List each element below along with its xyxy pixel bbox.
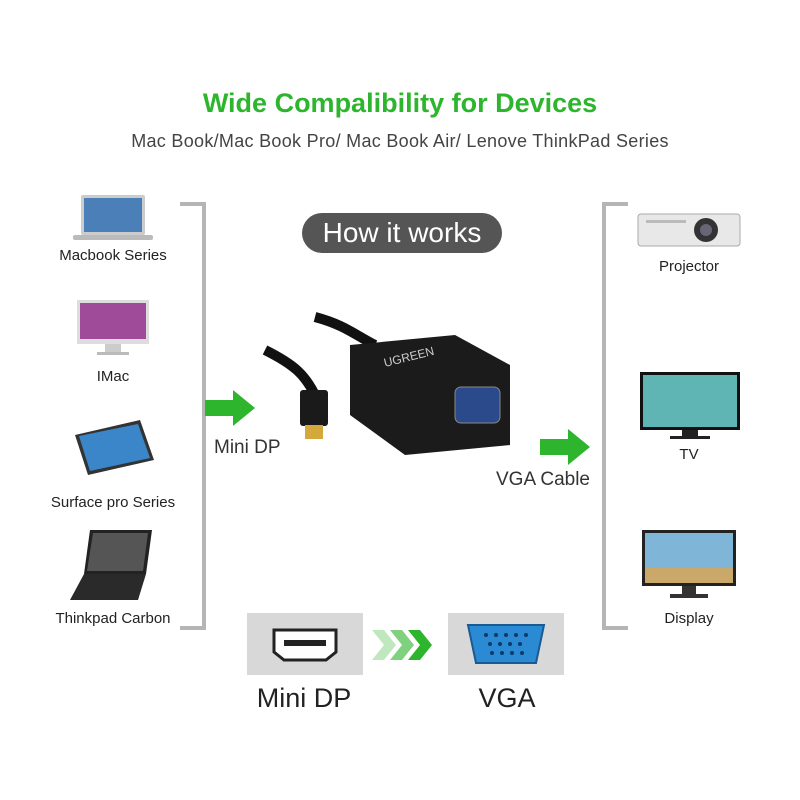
left-bracket bbox=[180, 202, 206, 630]
device-label: Macbook Series bbox=[59, 247, 167, 264]
how-it-works-badge: How it works bbox=[302, 213, 502, 253]
mini-dp-port-icon bbox=[272, 628, 338, 662]
tv-icon bbox=[638, 370, 742, 440]
device-label: Projector bbox=[658, 258, 720, 275]
arrow-right-icon bbox=[540, 429, 590, 465]
imac-icon bbox=[75, 298, 151, 358]
input-label: Mini DP bbox=[214, 437, 281, 458]
output-label: VGA Cable bbox=[496, 469, 590, 490]
page-title: Wide Compalibility for Devices bbox=[202, 88, 598, 118]
laptop-icon bbox=[68, 528, 154, 602]
device-label: IMac bbox=[96, 368, 130, 385]
vga-port-icon bbox=[466, 624, 546, 664]
bottom-from-label: Mini DP bbox=[256, 683, 352, 713]
laptop-icon bbox=[73, 193, 153, 243]
vga-port bbox=[448, 613, 564, 675]
device-label: Surface pro Series bbox=[50, 494, 176, 511]
right-bracket bbox=[602, 202, 628, 630]
device-label: TV bbox=[679, 446, 699, 463]
monitor-icon bbox=[640, 528, 738, 600]
tablet-icon bbox=[70, 415, 156, 477]
mini-dp-port bbox=[247, 613, 363, 675]
chevrons-right-icon bbox=[372, 630, 432, 660]
adapter-image: UGREEN bbox=[262, 312, 510, 455]
subtitle: Mac Book/Mac Book Pro/ Mac Book Air/ Len… bbox=[131, 131, 669, 151]
arrow-right-icon bbox=[205, 390, 255, 426]
projector-icon bbox=[636, 208, 742, 250]
device-label: Thinkpad Carbon bbox=[55, 610, 171, 627]
bottom-to-label: VGA bbox=[478, 683, 536, 713]
device-label: Display bbox=[664, 610, 714, 627]
